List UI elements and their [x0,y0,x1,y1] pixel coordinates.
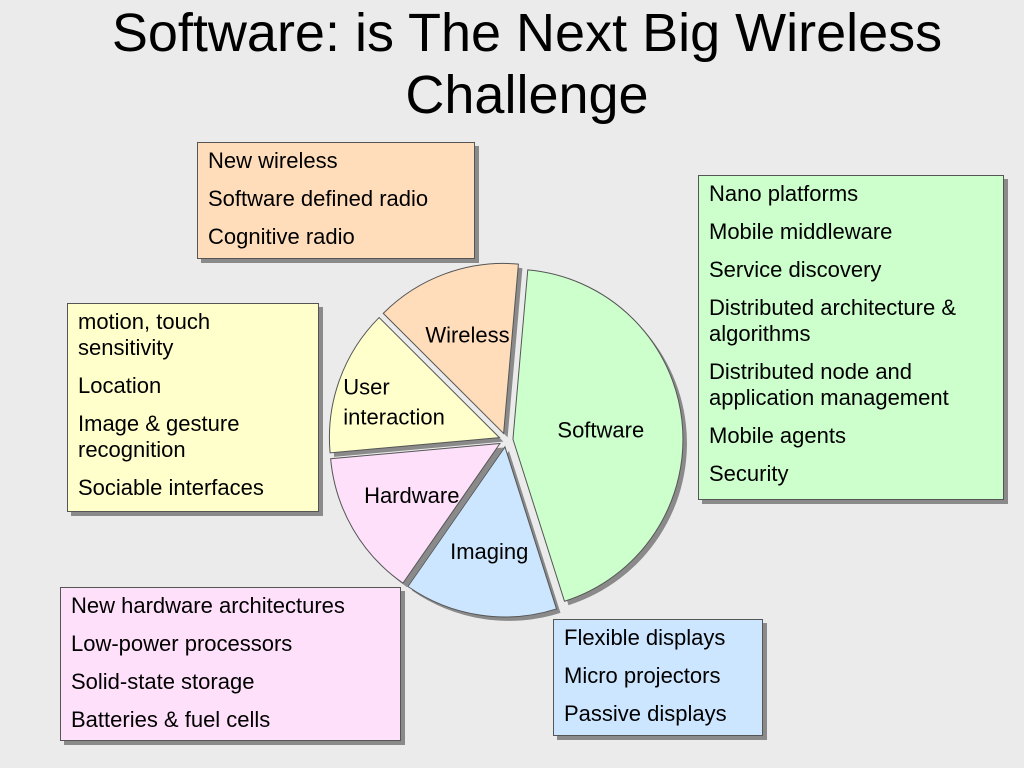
wireless-topics-box: New wireless Software defined radio Cogn… [197,142,475,259]
list-item: Security [709,461,789,486]
slide-title: Software: is The Next Big Wireless Chall… [111,3,943,125]
list-item: Sociable interfaces [78,475,264,500]
imaging-topics-box: Flexible displays Micro projectors Passi… [553,619,763,736]
list-item: Distributed node and application managem… [709,359,949,410]
list-item: Low-power processors [71,631,293,656]
user-interaction-topics-box: motion, touch sensitivity Location Image… [67,303,319,512]
list-item: Mobile agents [709,423,846,448]
software-topics-box: Nano platforms Mobile middleware Service… [698,175,1004,500]
pie-label-imaging: Imaging [450,539,528,564]
pie-slice-imaging [407,445,558,618]
pie-slice-user-interaction [328,316,501,454]
pie-slice-wireless [382,262,519,435]
list-item: Location [78,373,162,398]
list-item: Service discovery [709,257,882,282]
list-item: Mobile middleware [709,219,893,244]
pie-label-wireless: Wireless [425,322,509,347]
list-item: New wireless [208,148,338,173]
list-item: Batteries & fuel cells [71,707,271,732]
pie-label-software: Software [557,417,644,442]
list-item: Distributed architecture & algorithms [709,295,956,346]
list-item: Passive displays [564,701,727,726]
list-item: motion, touch sensitivity [78,309,211,360]
list-item: New hardware architectures [71,593,345,618]
list-item: Cognitive radio [208,224,355,249]
pie-slice-hardware [330,442,501,584]
list-item: Solid-state storage [71,669,255,694]
list-item: Software defined radio [208,186,429,211]
list-item: Micro projectors [564,663,721,688]
list-item: Nano platforms [709,181,859,206]
pie-label-hardware: Hardware [364,483,459,508]
hardware-topics-box: New hardware architectures Low-power pro… [60,587,401,741]
list-item: Flexible displays [564,625,726,650]
pie-slice-software [512,269,684,602]
list-item: Image & gesture recognition [78,411,240,462]
